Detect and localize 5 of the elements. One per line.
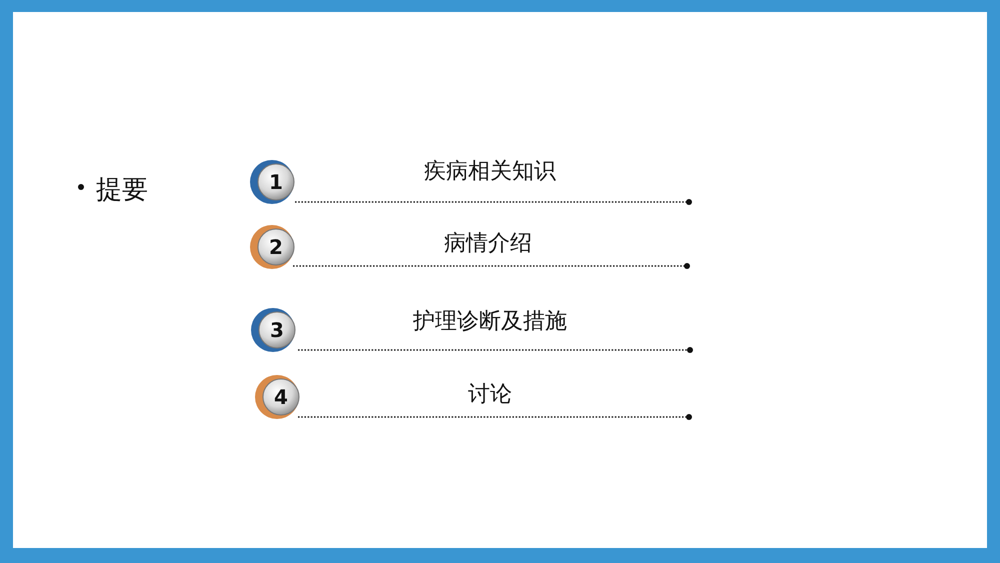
item-title: 讨论 (468, 381, 512, 409)
item-title: 病情介绍 (444, 230, 532, 258)
bullet-text: 提要 (96, 174, 148, 207)
item-title: 疾病相关知识 (424, 158, 556, 186)
item-title: 护理诊断及措施 (413, 308, 567, 336)
